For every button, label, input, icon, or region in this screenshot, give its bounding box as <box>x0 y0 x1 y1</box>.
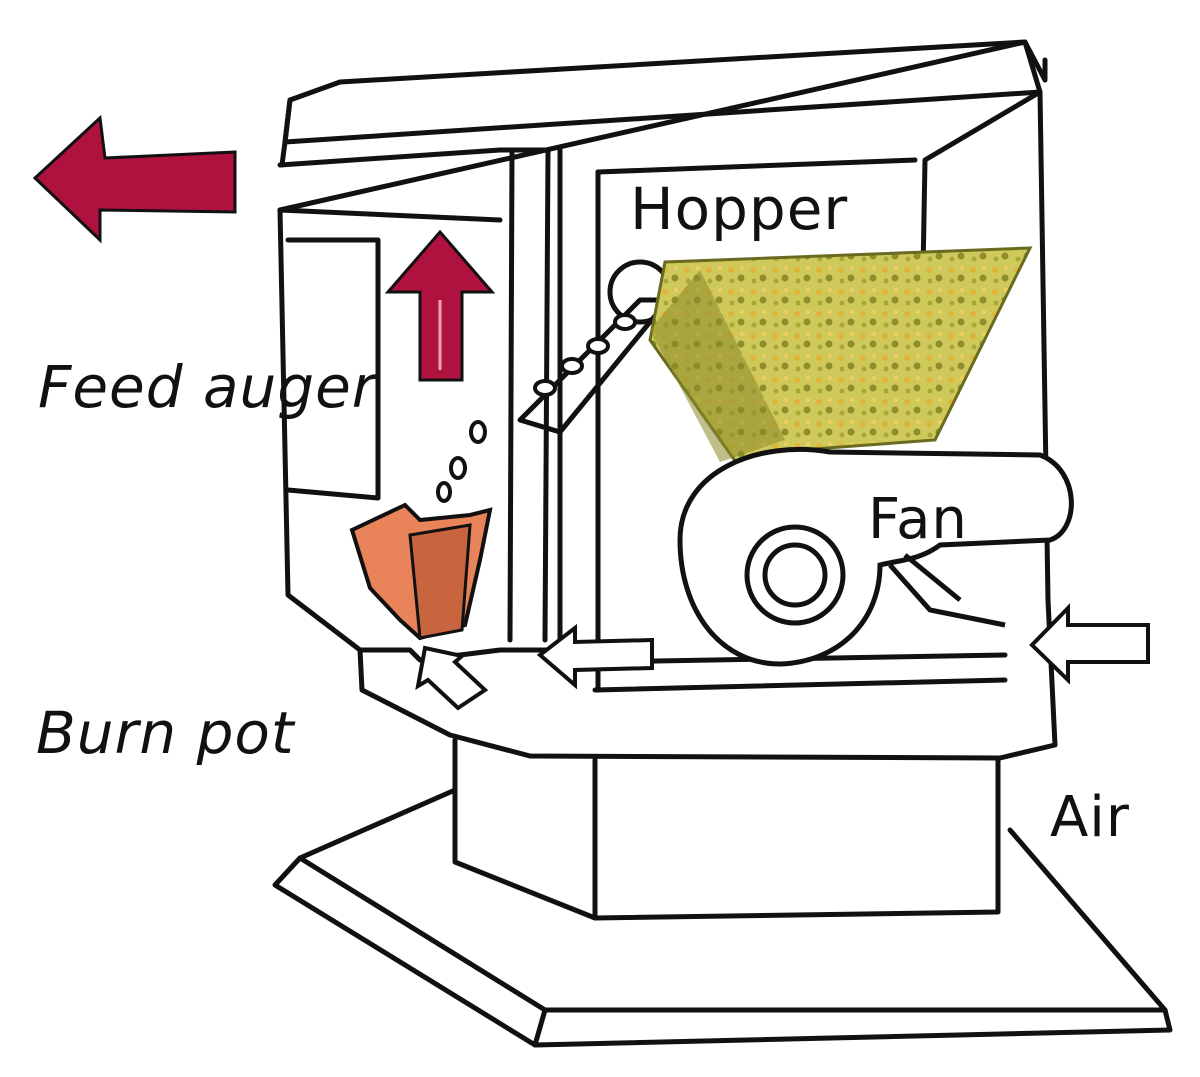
stove-body <box>282 39 1048 145</box>
fan-label: Fan <box>868 487 968 552</box>
flame-icon <box>349 502 493 641</box>
arrow-left-outline-icon <box>1029 603 1150 685</box>
hopper-label: Hopper <box>630 175 849 243</box>
burn-air-arrow-icon <box>415 645 489 711</box>
arrow-left-icon <box>32 114 237 244</box>
air-flow-arrow-icon <box>536 623 654 690</box>
fan-icon <box>677 446 1074 667</box>
pedestal <box>452 737 1001 921</box>
burn-pot-label: Burn pot <box>36 699 295 767</box>
auger-housing <box>285 237 381 501</box>
feed-auger-label: Feed auger <box>38 353 377 421</box>
base-plate <box>272 827 1173 1048</box>
air-label: Air <box>1050 785 1130 850</box>
